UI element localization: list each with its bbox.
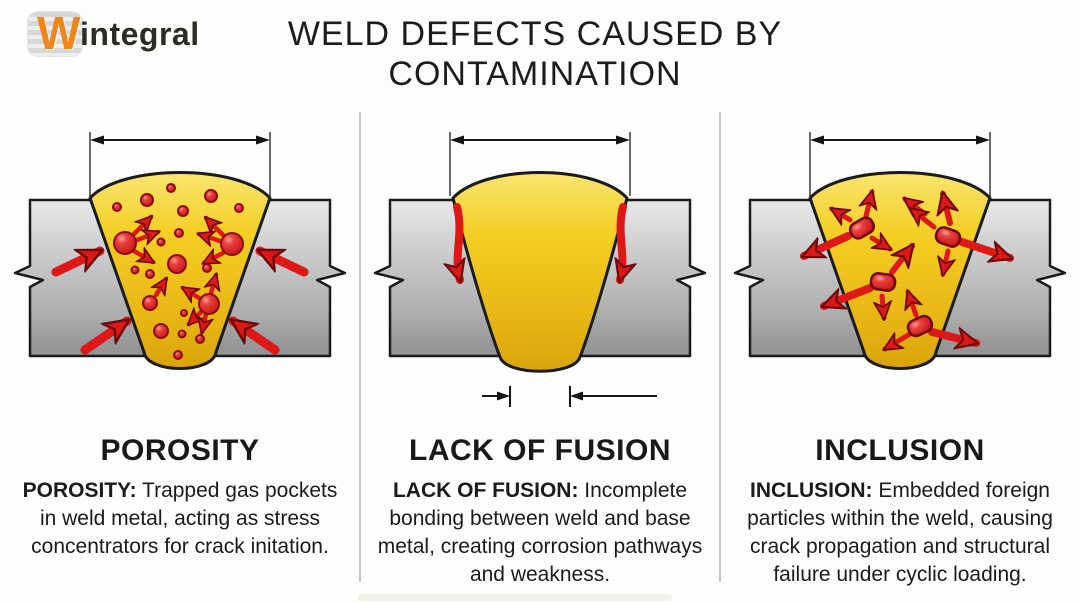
dim-arrowhead-right-icon (976, 135, 990, 145)
page-title: WELD DEFECTS CAUSED BY CONTAMINATION (250, 14, 820, 94)
panel-description-label: POROSITY: (22, 479, 137, 502)
panel-inclusion: INCLUSION INCLUSION: Embedded foreign pa… (720, 110, 1080, 603)
panel-description-label: INCLUSION: (750, 479, 873, 502)
gas-pockets (112, 183, 244, 360)
base-metal-left (13, 198, 151, 358)
panel-description-label: LACK OF FUSION: (392, 479, 579, 502)
inclusion-particles (848, 216, 962, 338)
panel-description-text: Incomplete bonding between weld and base… (377, 479, 703, 586)
dim-arrowhead-left-icon (570, 391, 583, 401)
watermark-bar (358, 594, 672, 601)
base-metal-left (733, 198, 871, 358)
base-metal-plates (13, 198, 347, 358)
dimension-root-gap (482, 386, 657, 407)
stress-arrows-inward (51, 246, 309, 355)
dimension-weld-width (89, 132, 271, 196)
weld-bead (451, 171, 629, 373)
dim-arrowhead-left-icon (810, 135, 824, 145)
panel-heading: LACK OF FUSION (409, 434, 671, 467)
column-divider-right (719, 112, 721, 582)
logo-badge-icon (28, 12, 82, 56)
base-metal-right (209, 198, 347, 358)
crack-propagation-arrows (804, 192, 1010, 352)
dim-arrowhead-right-icon (497, 391, 510, 401)
dim-arrowhead-right-icon (616, 135, 630, 145)
panel-description: LACK OF FUSION: Incomplete bonding betwe… (372, 477, 708, 589)
logo-name: integral (80, 16, 200, 52)
dimension-weld-width (449, 132, 631, 196)
fusion-gap-arrows (457, 203, 623, 280)
base-metal-plates (733, 198, 1067, 358)
dimension-weld-width (809, 132, 991, 196)
logo: W integral (28, 7, 218, 62)
panel-heading: INCLUSION (815, 434, 985, 467)
base-metal-right (929, 198, 1067, 358)
dim-arrowhead-right-icon (256, 135, 270, 145)
porosity-diagram (13, 132, 347, 370)
panel-porosity: POROSITY POROSITY: Trapped gas pockets i… (0, 110, 360, 603)
dim-arrowhead-left-icon (90, 135, 104, 145)
panel-description: POROSITY: Trapped gas pockets in weld me… (12, 477, 348, 561)
lack-of-fusion-diagram (373, 132, 707, 407)
panel-lack-of-fusion: LACK OF FUSION LACK OF FUSION: Incomplet… (360, 110, 720, 603)
page-title-line1: WELD DEFECTS CAUSED BY (287, 15, 783, 53)
inclusion-diagram (733, 132, 1067, 370)
page-title-line2: CONTAMINATION (388, 55, 682, 93)
panel-description: INCLUSION: Embedded foreign particles wi… (732, 477, 1068, 589)
panel-heading: POROSITY (100, 434, 260, 467)
pore-stress-arrows (131, 217, 226, 332)
dim-arrowhead-left-icon (450, 135, 464, 145)
panel-description-text: Trapped gas pockets in weld metal, actin… (31, 479, 338, 558)
panel-description-text: Embedded foreign particles within the we… (747, 479, 1053, 586)
logo-mark: W (37, 7, 81, 59)
column-divider-left (359, 112, 361, 582)
